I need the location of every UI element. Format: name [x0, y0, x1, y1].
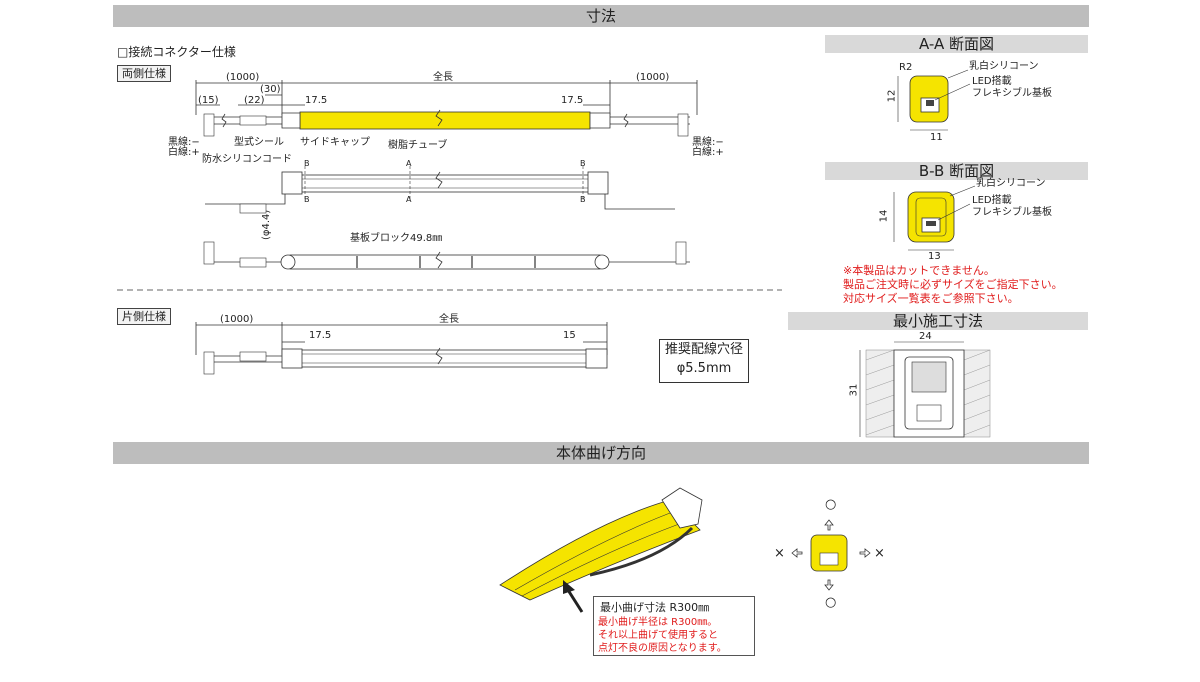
aa-l2: LED搭載 — [972, 76, 1012, 87]
arrow-down-icon — [824, 579, 834, 591]
mark-b-tl: B — [304, 159, 310, 168]
single-total: 全長 — [439, 314, 459, 325]
double-label: 両側仕様 — [117, 65, 171, 82]
mark-a-top: A — [406, 159, 412, 168]
white-wire-right: 白線:+ — [692, 147, 724, 158]
bb-w: 13 — [928, 251, 941, 262]
ok-bottom: ○ — [825, 595, 837, 610]
single-lead: (1000) — [220, 314, 254, 325]
ng-right: × — [874, 546, 885, 561]
white-wire-left: 白線:+ — [168, 147, 200, 158]
bb-title: B-B 断面図 — [825, 162, 1088, 180]
end-cap-l3 — [280, 254, 296, 270]
arrow-right-icon — [859, 548, 871, 558]
bent-strip — [499, 499, 701, 601]
led-strip-top — [289, 254, 601, 270]
black-wire-right: 黒線:− — [692, 137, 724, 148]
bend-line-3: 点灯不良の原因となります。 — [598, 643, 727, 654]
bent-cap — [661, 487, 703, 529]
bend-title: 本体曲げ方向 — [555, 444, 646, 462]
tube-callout: 樹脂チューブ — [388, 140, 448, 151]
arrow-left-icon — [791, 548, 803, 558]
bb-l2: LED搭載 — [972, 195, 1012, 206]
mark-b-br: B — [580, 195, 586, 204]
aa-title: A-A 断面図 — [825, 35, 1088, 53]
wall-left — [865, 349, 895, 438]
dim-30: (30) — [260, 84, 281, 95]
wall-right — [963, 349, 991, 438]
side-cap-left — [281, 112, 301, 129]
dim-lead-right: (1000) — [636, 72, 670, 83]
seal-tag-1 — [239, 115, 267, 126]
tag-24v-right — [677, 113, 689, 137]
mark-a-bottom: A — [406, 195, 412, 204]
aa-r: R2 — [899, 62, 913, 73]
min-w: 24 — [919, 331, 932, 342]
seal-callout: 型式シール — [234, 137, 284, 148]
min-title: 最小施工寸法 — [788, 312, 1088, 330]
aa-l1: 乳白シリコーン — [969, 61, 1039, 72]
bend-header-bar: 本体曲げ方向 — [113, 442, 1089, 464]
bb-l3: フレキシブル基板 — [972, 207, 1052, 218]
cap-callout: サイドキャップ — [300, 137, 370, 148]
hole-value: φ5.5mm — [676, 361, 732, 376]
bend-arrow — [566, 589, 584, 613]
tag-24v-left — [203, 113, 215, 137]
hole-title: 推奨配線穴径 — [664, 342, 743, 357]
aa-w: 11 — [930, 132, 943, 143]
bend-note-box: 最小曲げ寸法 R300㎜ 最小曲げ半径は R300㎜。 それ以上曲げて使用すると… — [593, 596, 755, 656]
note-3: 対応サイズ一覧表をご参照下さい。 — [843, 292, 1019, 305]
dim-lead-left: (1000) — [226, 72, 260, 83]
single-strip — [299, 349, 589, 368]
bend-box-title: 最小曲げ寸法 R300㎜ — [600, 601, 710, 614]
note-1: ※本製品はカットできません。 — [843, 264, 995, 277]
single-label: 片側仕様 — [117, 308, 171, 325]
dim-22: (22) — [244, 95, 265, 106]
bend-line-2: それ以上曲げて使用すると — [598, 630, 718, 641]
dim-block: 基板ブロック49.8㎜ — [350, 233, 443, 244]
dim-total: 全長 — [433, 72, 453, 83]
bend-line-1: 最小曲げ半径は R300㎜。 — [598, 617, 718, 628]
arrow-up-icon — [824, 519, 834, 531]
dim-17-5-right: 17.5 — [561, 95, 584, 106]
connector-heading: □接続コネクター仕様 — [117, 45, 236, 59]
led-strip-main — [299, 111, 591, 130]
single-15: 15 — [563, 330, 576, 341]
bb-l1: 乳白シリコーン — [976, 178, 1046, 189]
black-wire-left: 黒線:− — [168, 137, 200, 148]
header-bar: 寸法 — [113, 5, 1089, 27]
end-cap-r2 — [587, 171, 609, 195]
note-2: 製品ご注文時に必ずサイズをご指定下さい。 — [843, 278, 1063, 291]
aa-l3: フレキシブル基板 — [972, 88, 1052, 99]
mark-b-bl: B — [304, 195, 310, 204]
dim-15: (15) — [198, 95, 219, 106]
break-mark-1 — [435, 109, 443, 127]
end-cap-l2 — [281, 171, 303, 195]
ok-top: ○ — [825, 497, 837, 512]
end-cap-r3 — [594, 254, 610, 270]
ng-left: × — [774, 546, 785, 561]
hole-box: 推奨配線穴径 φ5.5mm — [659, 339, 749, 383]
led-strip-side — [299, 174, 591, 193]
cord-callout: 防水シリコンコード — [202, 154, 292, 165]
dim-17-5: 17.5 — [305, 95, 328, 106]
side-cap-right — [589, 112, 611, 129]
page-title: 寸法 — [585, 7, 616, 25]
mark-b-tr: B — [580, 159, 586, 168]
single-17-5: 17.5 — [309, 330, 332, 341]
